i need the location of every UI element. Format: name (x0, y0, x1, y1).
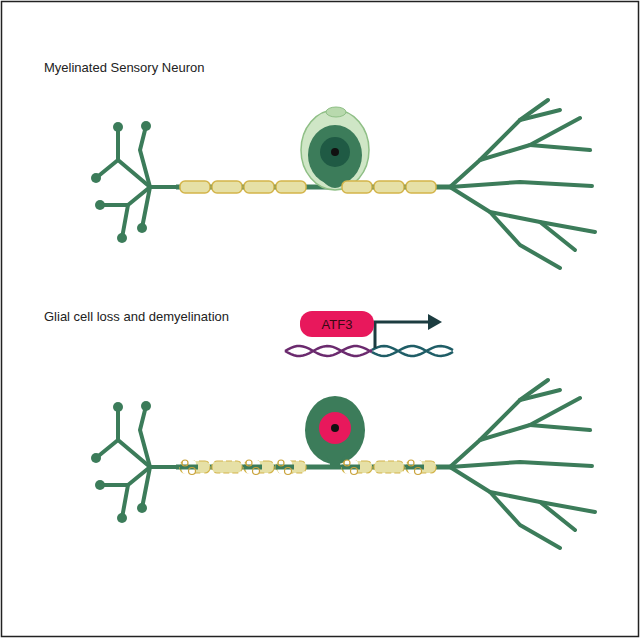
myelin-segment (244, 181, 274, 193)
damaged-myelin (180, 460, 436, 475)
myelin-segment (406, 181, 436, 193)
factor-name: ATF3 (322, 317, 353, 332)
myelin-segment-broken (212, 461, 242, 473)
soma (308, 125, 362, 185)
myelin-debris (189, 468, 196, 475)
dna-helix (285, 346, 453, 356)
myelin-debris (408, 460, 414, 466)
dendrites-injured (91, 380, 595, 548)
section-heading: Glial cell loss and demyelination (44, 309, 229, 324)
myelin-sheath (180, 181, 436, 193)
section-heading: Myelinated Sensory Neuron (44, 60, 204, 75)
myelin-debris (246, 460, 252, 466)
myelin-segment (180, 181, 210, 193)
myelin-debris (415, 468, 422, 475)
satellite-glia (301, 110, 369, 190)
myelin-segment (374, 181, 404, 193)
myelin-segment (276, 181, 306, 193)
myelin-debris (182, 460, 188, 466)
nucleolus (331, 148, 339, 156)
myelin-debris (351, 468, 358, 475)
myelin-debris (285, 468, 292, 475)
myelin-debris (278, 460, 284, 466)
soma (305, 396, 365, 464)
dendrites-healthy (91, 100, 595, 268)
transcription-arrow (375, 322, 430, 348)
arrow-head (428, 314, 442, 330)
myelin-debris (344, 460, 350, 466)
glia-nucleus (326, 107, 346, 117)
myelin-segment (212, 181, 242, 193)
myelin-segment (342, 181, 372, 193)
nucleus-atf3 (319, 412, 351, 444)
nucleolus (331, 424, 339, 432)
transcription-factor: ATF3 (300, 311, 374, 337)
myelin-segment-broken (374, 461, 404, 473)
myelin-debris (253, 468, 260, 475)
nucleus (320, 137, 350, 167)
